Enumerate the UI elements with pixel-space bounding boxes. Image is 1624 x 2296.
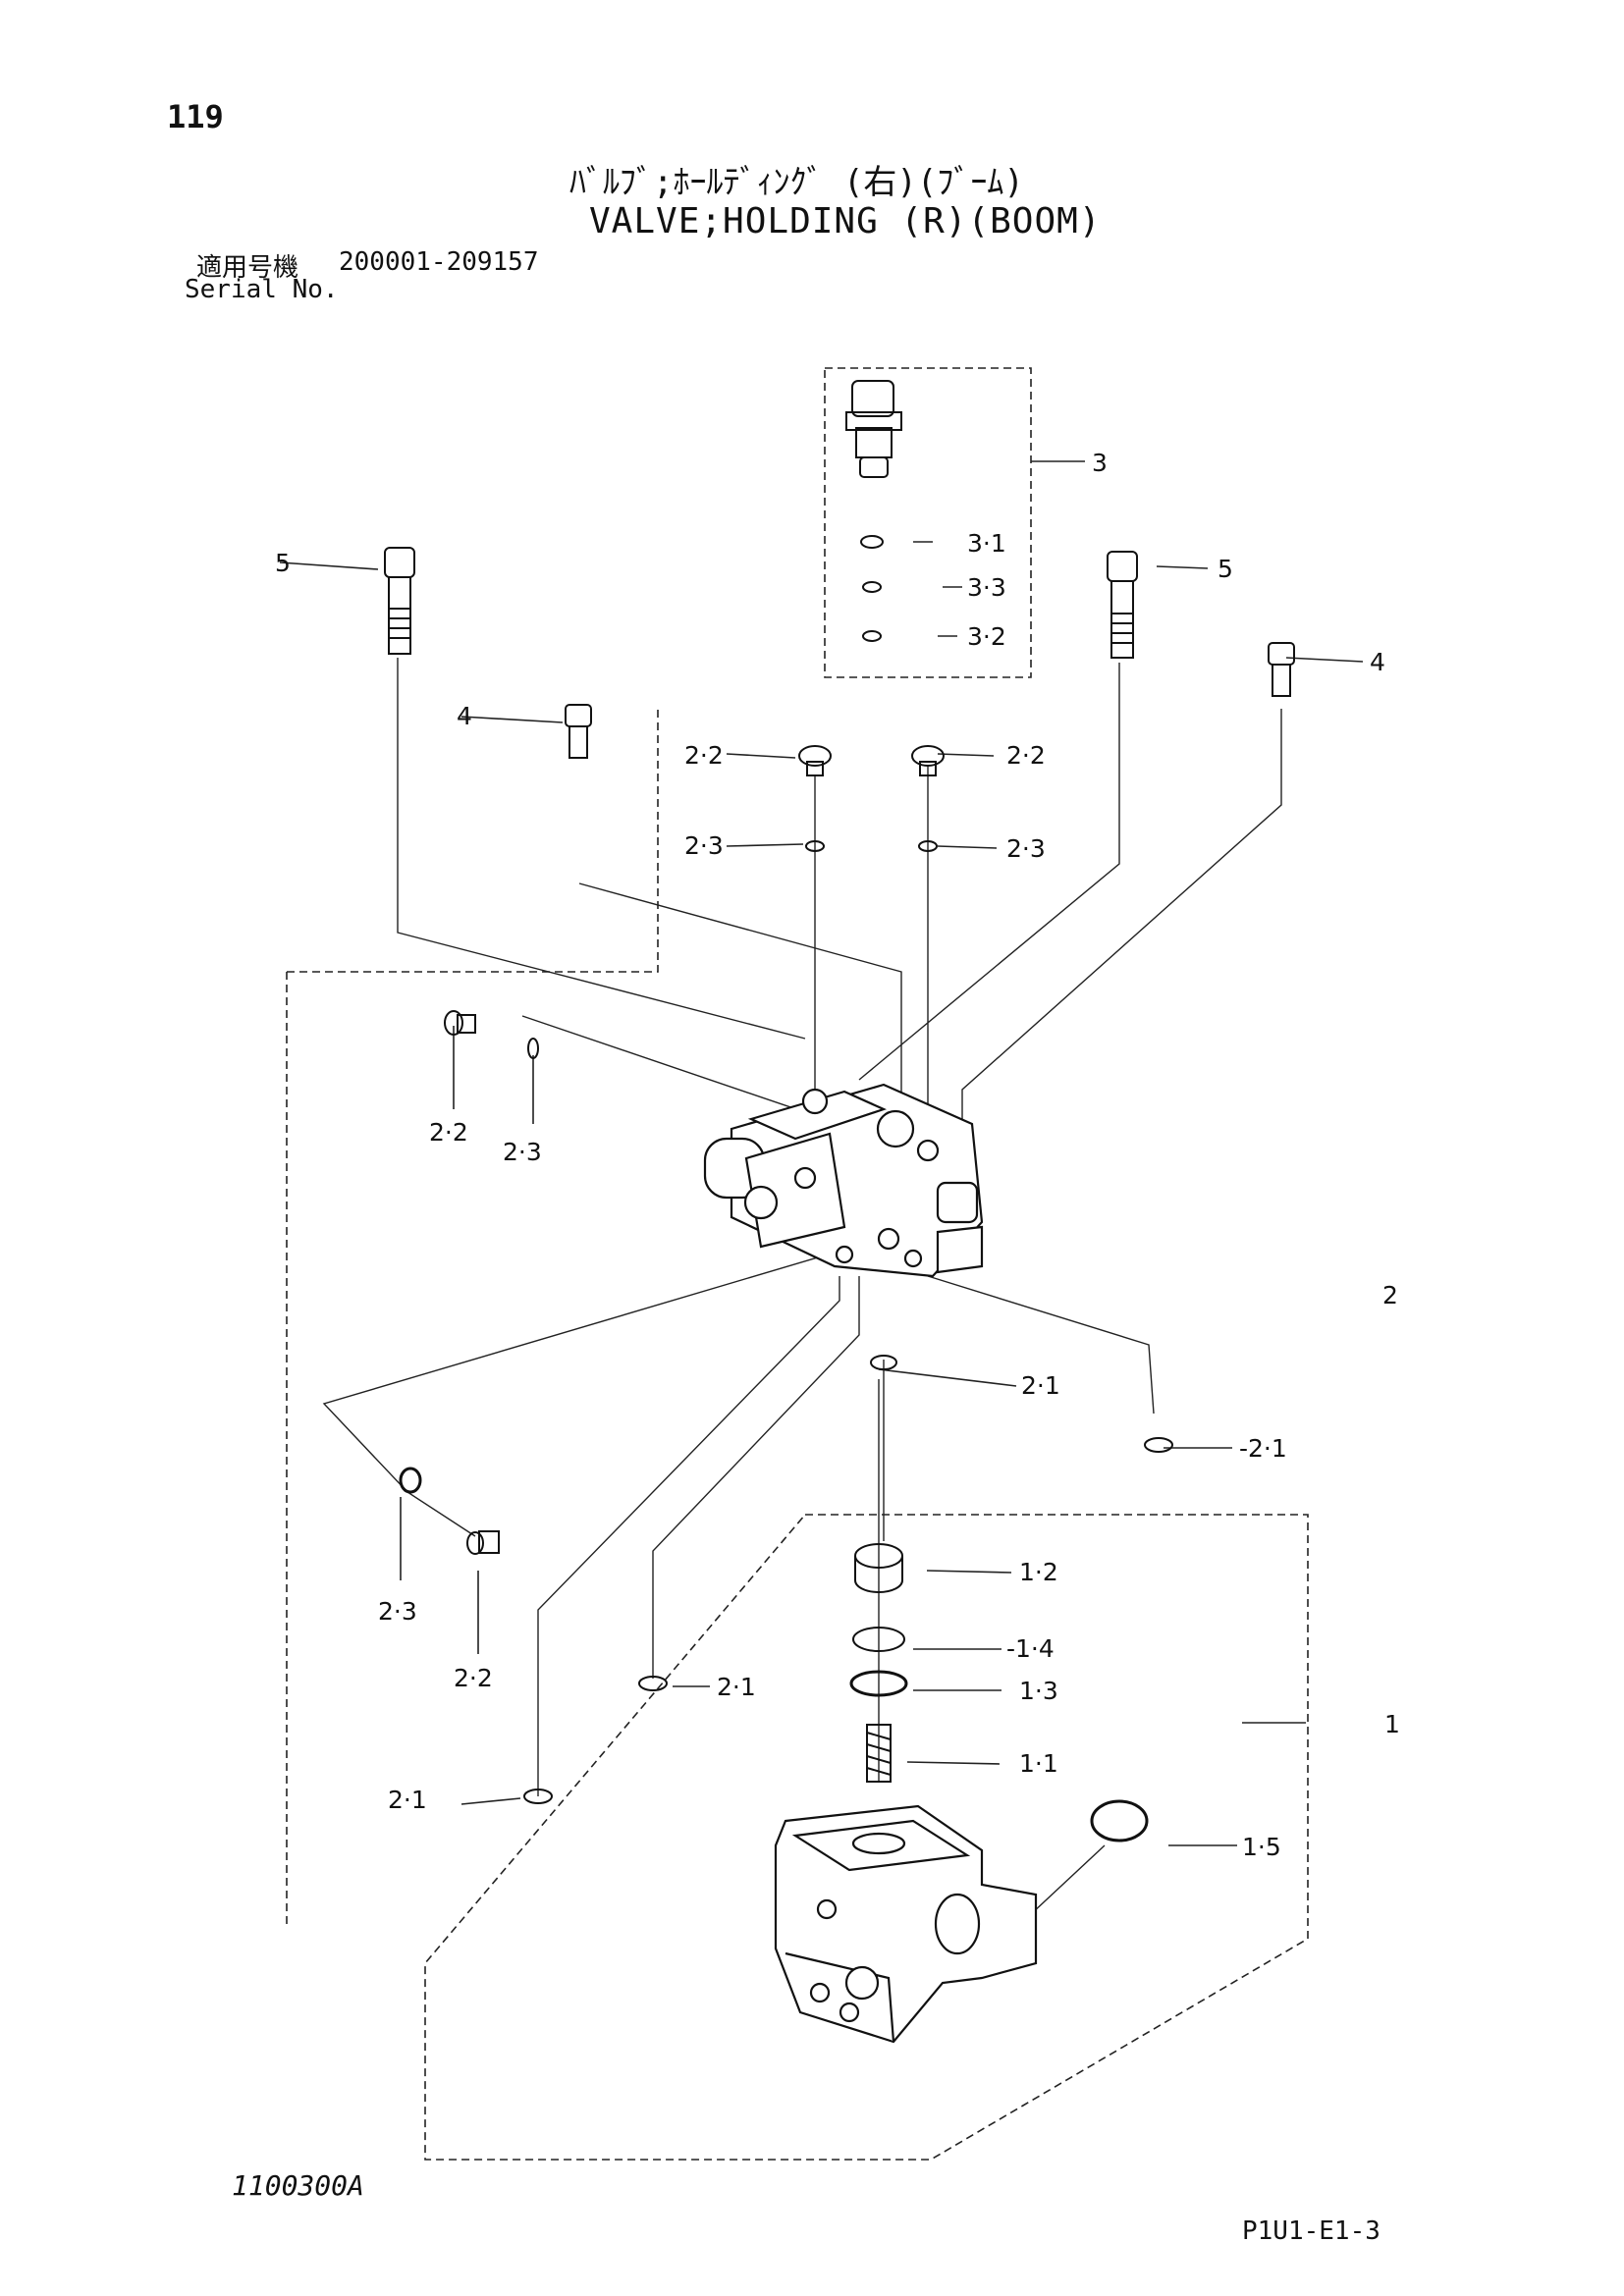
callout-5-right: 5 [1218, 555, 1233, 583]
callout-5-left: 5 [275, 549, 291, 577]
callout-2-3-low: 2·3 [378, 1597, 417, 1626]
callout-2-1-a: 2·1 [1021, 1371, 1060, 1400]
sheet-code: P1U1-E1-3 [1242, 2216, 1380, 2246]
bolt-4-right [1268, 642, 1295, 697]
serial-label-japanese: 適用号機 [196, 253, 299, 283]
bolt-5-right [1107, 551, 1138, 659]
callout-1-1: 1·1 [1019, 1749, 1058, 1778]
drawing-code: 1100300A [232, 2169, 364, 2202]
callout-2-2-b: 2·2 [1006, 741, 1046, 770]
plug-2-2-lower [466, 1530, 500, 1555]
bolt-4-left [565, 704, 592, 759]
callout-3-1: 3·1 [967, 529, 1006, 558]
title-english: VALVE;HOLDING (R)(BOOM) [589, 201, 1102, 241]
callout-2-3-b: 2·3 [1006, 834, 1046, 863]
assembly-2-boundary-top [287, 709, 659, 973]
serial-range: 200001-209157 [339, 247, 539, 277]
connector-lines [322, 658, 1282, 1915]
callout-2-1-d: 2·1 [388, 1786, 427, 1814]
title-japanese: ﾊﾞﾙﾌﾞ;ﾎｰﾙﾃﾞｨﾝｸﾞ (右)(ﾌﾞｰﾑ) [569, 163, 1024, 202]
callout-2: 2 [1382, 1281, 1398, 1309]
part-2-valve-body [703, 1083, 984, 1278]
seal-rings-2 [399, 1355, 1173, 1804]
callout-2-3-a: 2·3 [684, 831, 724, 860]
callout-4-right: 4 [1370, 648, 1385, 676]
part-1-components [849, 1543, 1149, 1842]
callout-3: 3 [1092, 449, 1108, 477]
plug-2-2-top [798, 745, 945, 852]
part-3-seals [860, 535, 884, 642]
assembly-1-boundary [424, 1514, 1309, 2161]
serial-label-english: Serial No. [185, 275, 339, 304]
callout-2-2-low: 2·2 [454, 1664, 493, 1692]
callout-1-3: 1·3 [1019, 1677, 1058, 1705]
callout-1-4: -1·4 [1006, 1634, 1055, 1663]
bolt-5-left [384, 547, 415, 655]
callout-3-3: 3·3 [967, 573, 1006, 602]
callout-2-3-side: 2·3 [503, 1138, 542, 1166]
callout-3-2: 3·2 [967, 622, 1006, 651]
callout-1-2: 1·2 [1019, 1558, 1058, 1586]
page-number: 119 [167, 98, 224, 135]
callout-2-1-c: 2·1 [717, 1673, 756, 1701]
callout-2-2-side: 2·2 [429, 1118, 468, 1147]
callout-2-1-b: -2·1 [1239, 1434, 1287, 1463]
callout-1-5: 1·5 [1242, 1833, 1281, 1861]
part-3-check-valve [845, 380, 902, 478]
callout-1: 1 [1384, 1710, 1400, 1738]
callout-2-2-a: 2·2 [684, 741, 724, 770]
side-plug-2-2 [444, 1010, 539, 1059]
callout-4-left: 4 [457, 702, 472, 730]
part-1-body [774, 1804, 1038, 2044]
assembly-3-boundary [824, 367, 1032, 678]
leader-lines [279, 460, 1364, 1846]
